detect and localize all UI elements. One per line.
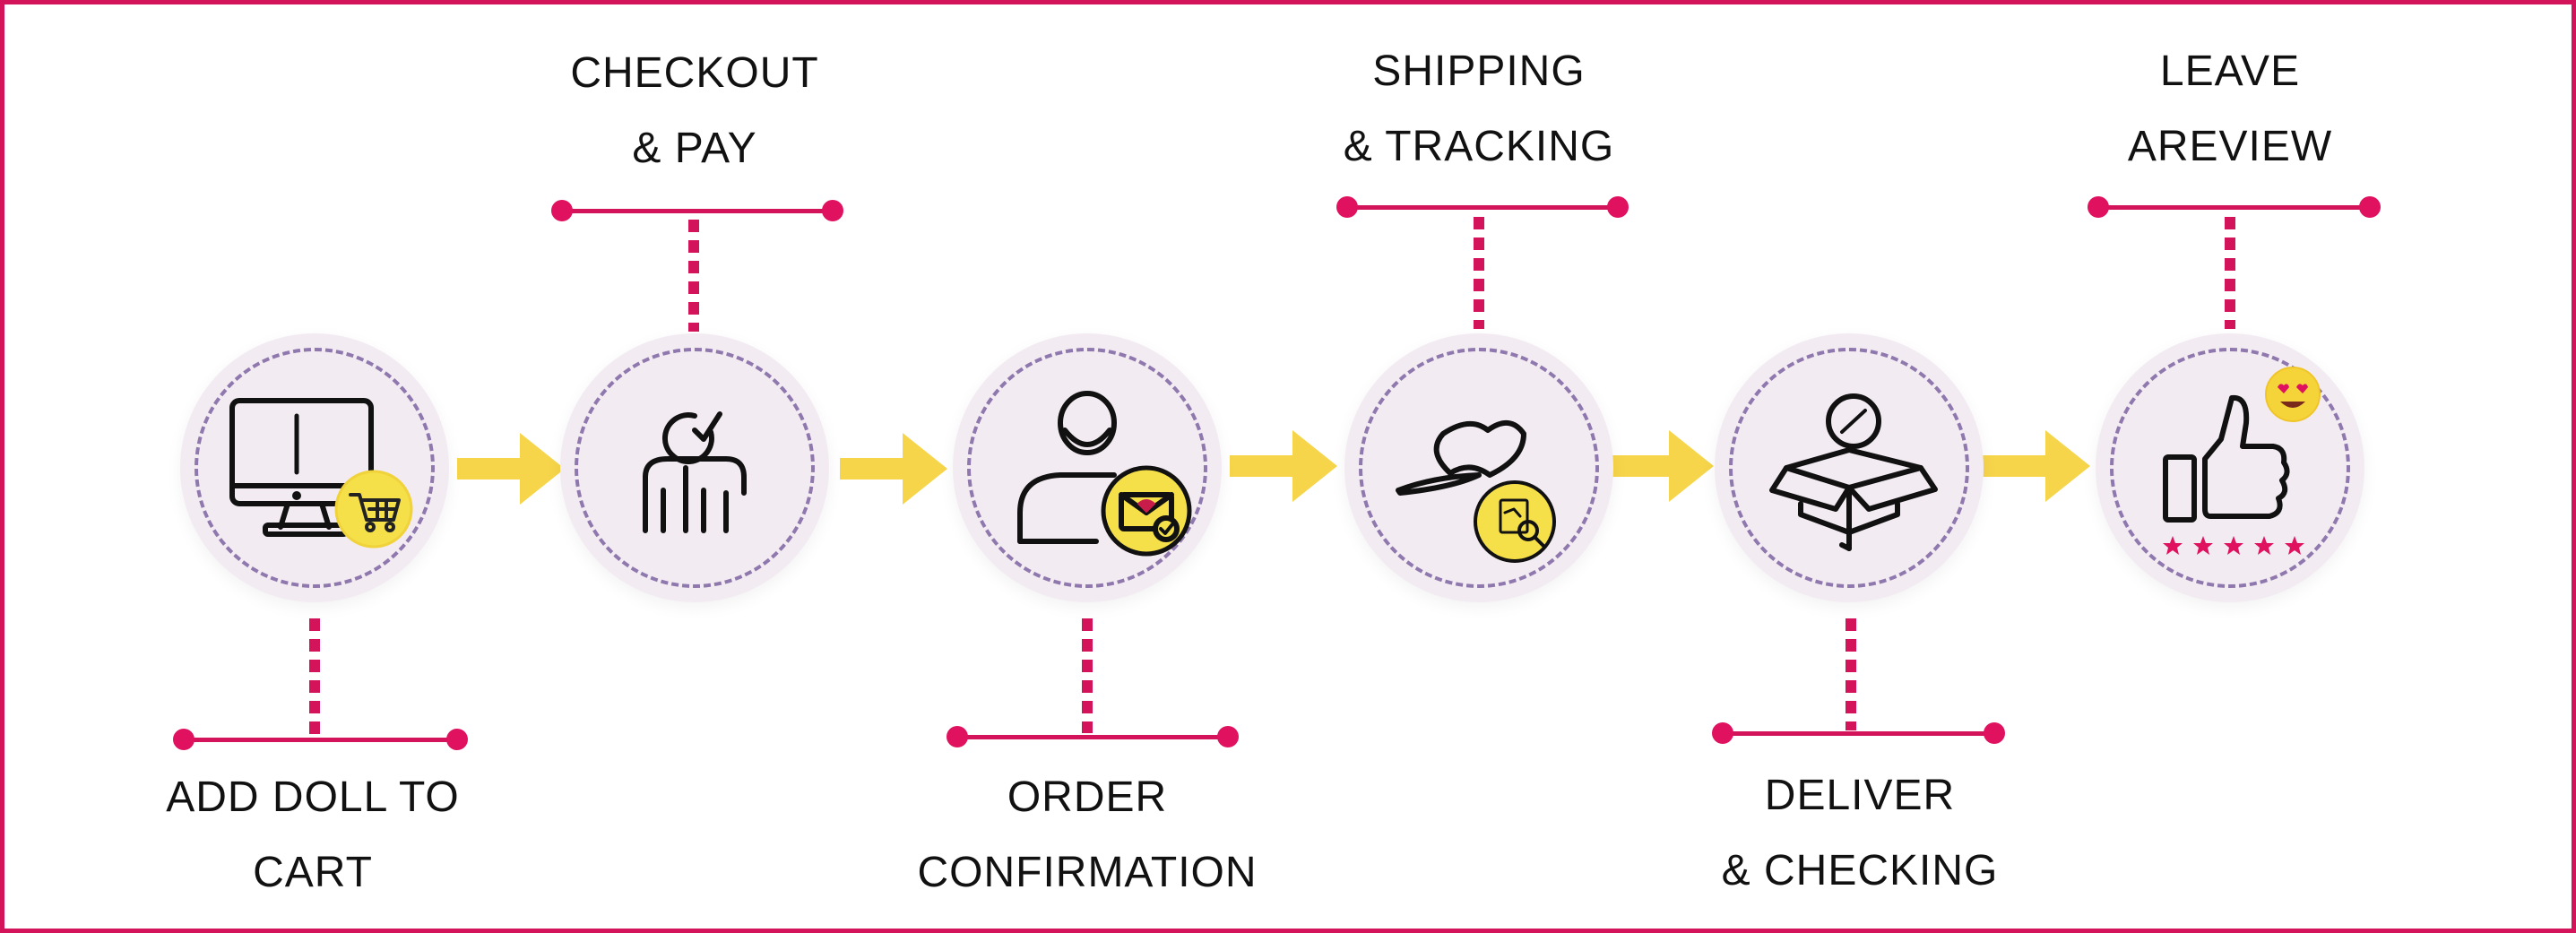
step-3-connector-dot-left <box>947 726 968 747</box>
step-6-circle <box>2096 333 2364 602</box>
step-5-connector-dot-left <box>1712 722 1733 744</box>
step-1-connector-dot-right <box>446 729 468 750</box>
step-4-connector-stem <box>1474 217 1484 329</box>
step-1-connector-dot-left <box>173 729 194 750</box>
step-1-connector-stem <box>309 618 320 735</box>
step-5-label: DELIVER& CHECKING <box>1721 772 1999 894</box>
step-4-connector-dot-left <box>1336 196 1358 218</box>
step-2-connector-bar <box>562 209 833 213</box>
heart-tracking-icon <box>1396 420 1556 563</box>
flow-arrow-1 <box>457 433 565 505</box>
step-6-connector-dot-right <box>2359 196 2381 218</box>
step-6-connector-dot-left <box>2088 196 2109 218</box>
person-mail-icon <box>1017 391 1192 557</box>
step-3-circle <box>953 333 1222 602</box>
step-3-connector-stem <box>1082 618 1093 733</box>
flow-arrow-2 <box>840 433 947 505</box>
computer-cart-icon <box>229 398 413 549</box>
step-4-connector-bar <box>1347 205 1618 210</box>
step-2-label: CHECKOUT& PAY <box>570 49 819 172</box>
step-4-connector-dot-right <box>1607 196 1629 218</box>
step-5-circle <box>1715 333 1984 602</box>
step-5-connector-dot-right <box>1984 722 2005 744</box>
step-4-label: SHIPPING& TRACKING <box>1343 48 1615 170</box>
step-2-connector-dot-left <box>551 200 573 221</box>
step-6-connector-stem <box>2225 217 2235 329</box>
step-4-circle <box>1344 333 1613 602</box>
step-3-connector-dot-right <box>1217 726 1239 747</box>
step-6-connector-bar <box>2098 205 2370 210</box>
thumbs-up-review-icon <box>2163 367 2321 555</box>
flow-arrow-4 <box>1606 430 1714 502</box>
step-2-connector-stem <box>688 220 699 332</box>
step-3-connector-bar <box>957 735 1228 739</box>
flow-arrow-3 <box>1230 430 1337 502</box>
step-1-circle <box>180 333 449 602</box>
step-2-circle <box>560 333 829 602</box>
step-5-connector-stem <box>1846 618 1856 730</box>
open-box-icon <box>1769 393 1938 551</box>
flow-arrow-5 <box>1983 430 2090 502</box>
step-2-connector-dot-right <box>822 200 843 221</box>
step-1-connector-bar <box>184 738 457 742</box>
step-5-connector-bar <box>1723 731 1994 736</box>
person-check-icon <box>643 411 747 533</box>
